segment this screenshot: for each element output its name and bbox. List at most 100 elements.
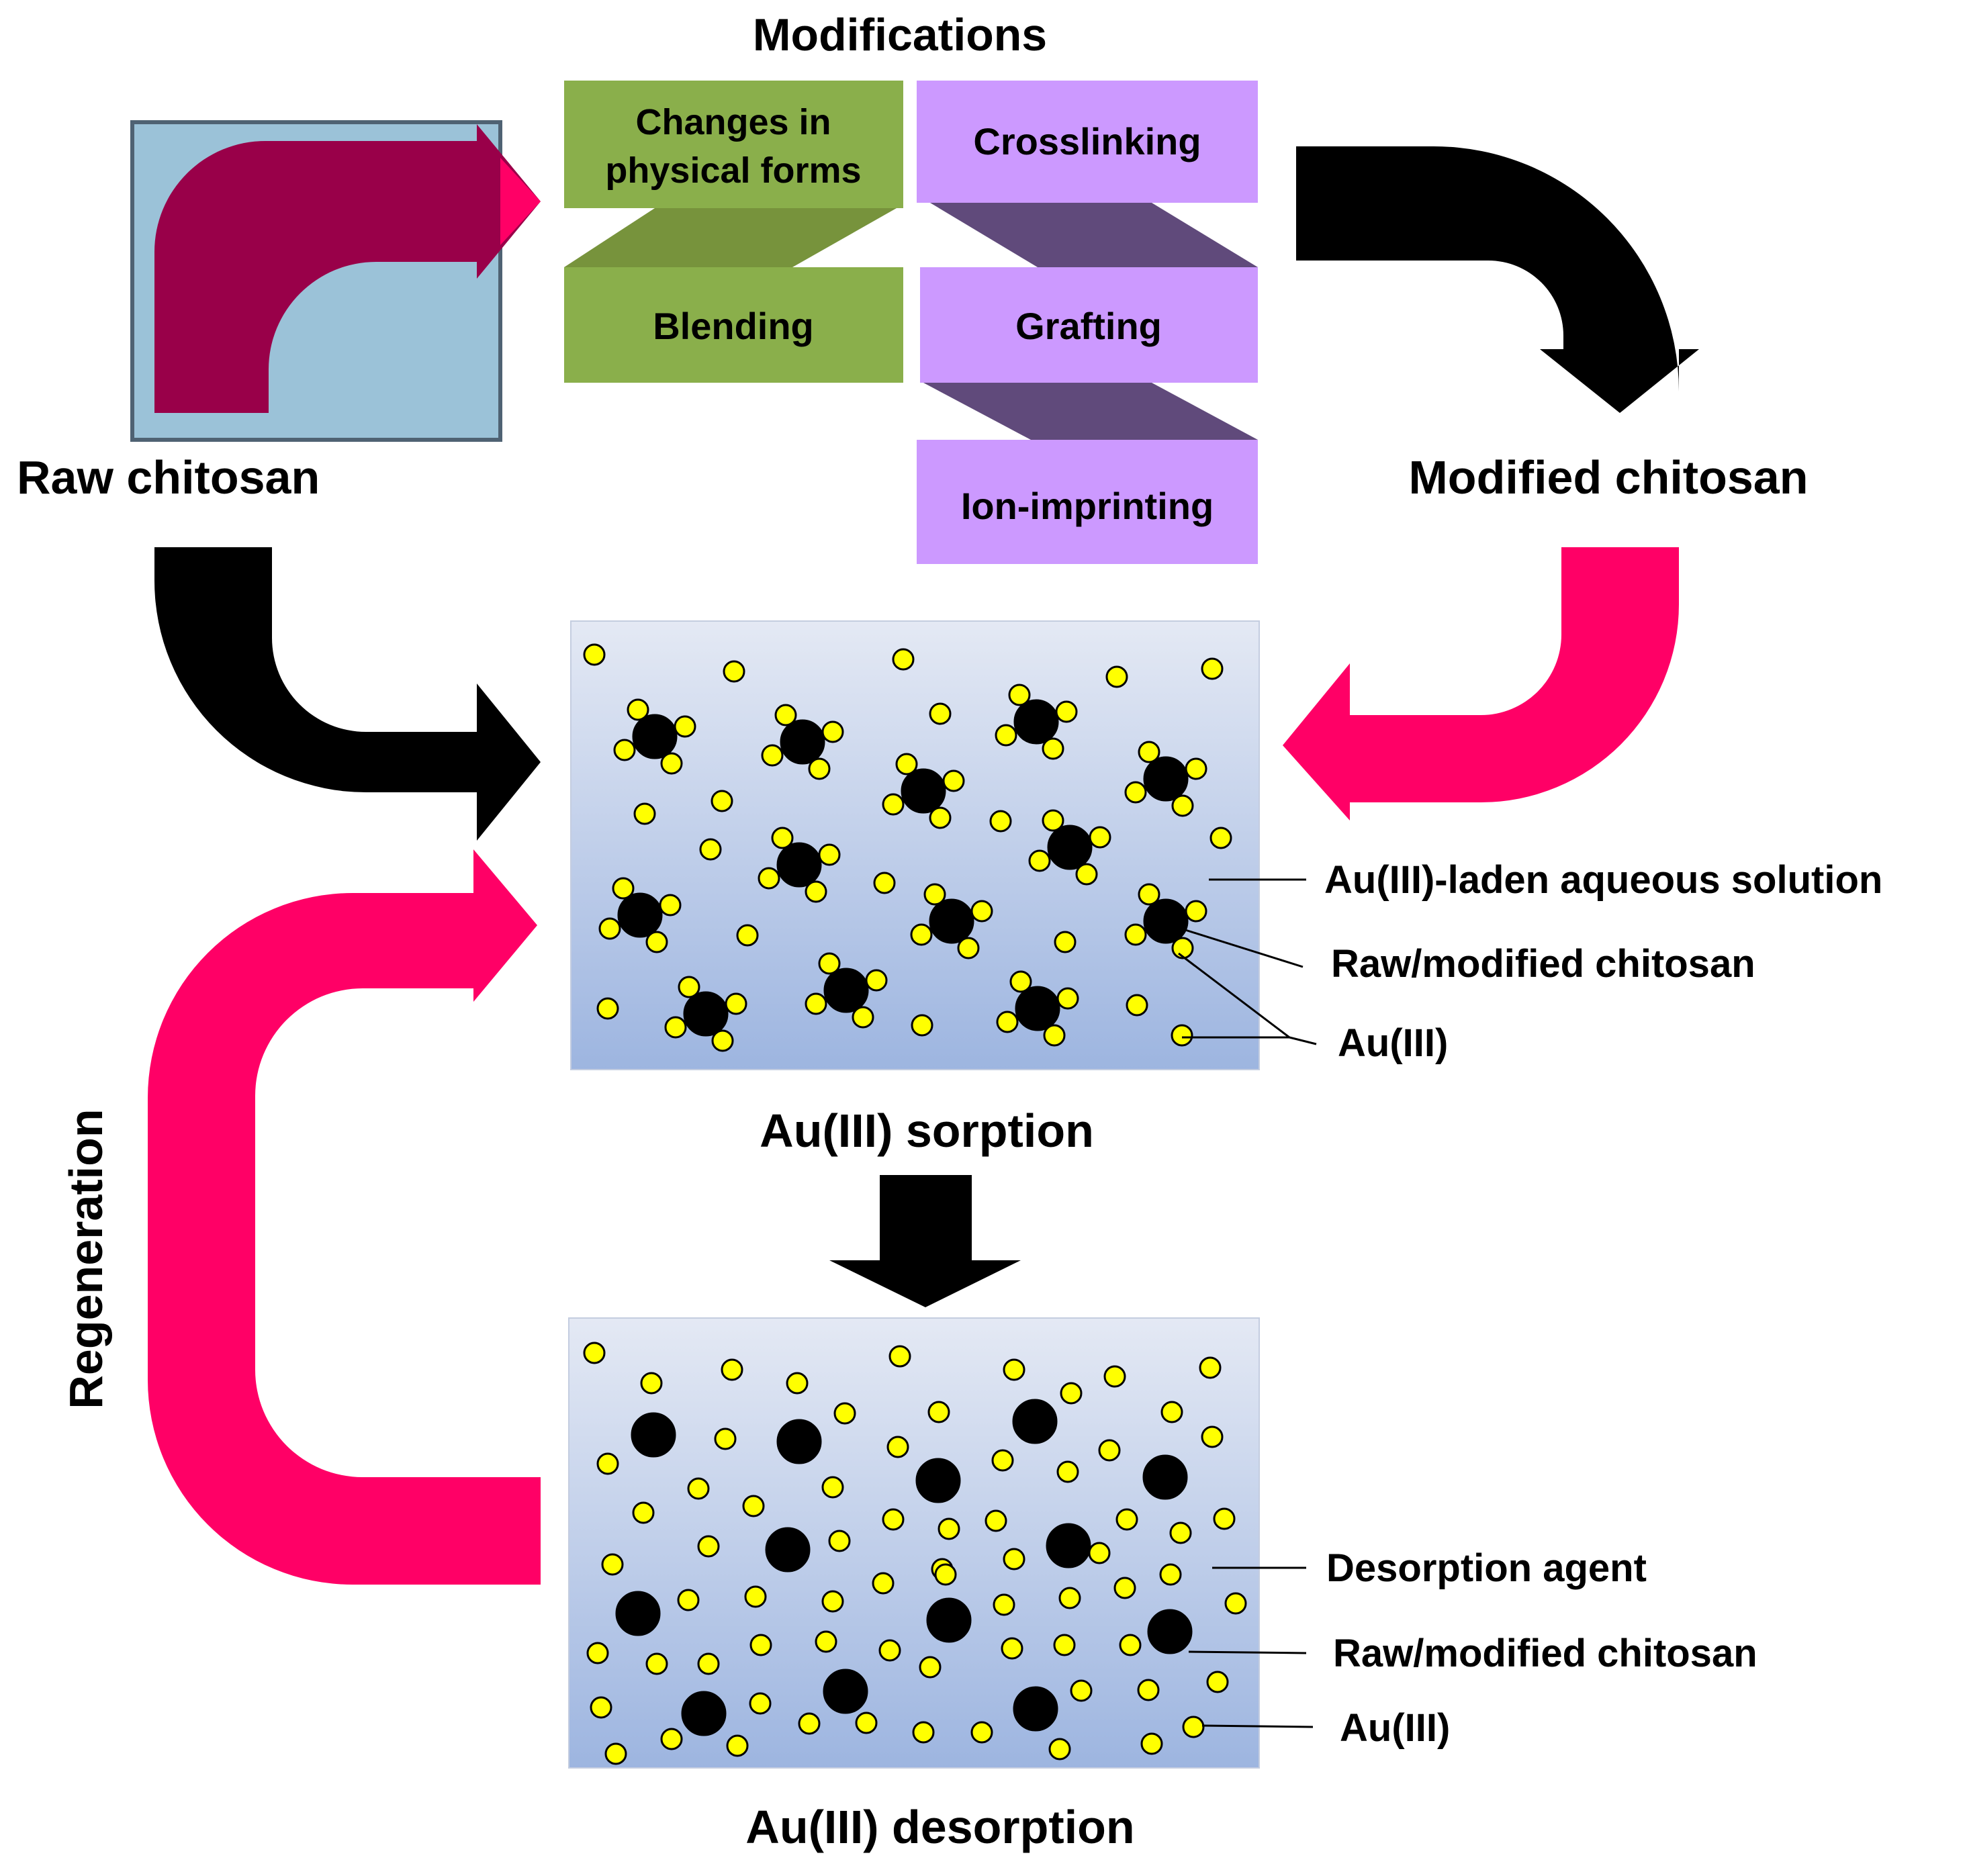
au-ion bbox=[1209, 827, 1232, 849]
au-ion bbox=[818, 952, 841, 975]
chitosan-particle bbox=[1142, 1454, 1188, 1500]
au-ion bbox=[664, 1016, 687, 1039]
au-ion bbox=[1075, 863, 1098, 886]
au-ion bbox=[1009, 970, 1032, 993]
chitosan-particle bbox=[681, 1691, 727, 1736]
au-ion bbox=[1213, 1507, 1236, 1530]
au-ion bbox=[711, 1029, 734, 1052]
au-ion bbox=[882, 793, 905, 816]
chitosan-particle bbox=[1046, 1523, 1091, 1568]
chitosan-particle bbox=[901, 768, 946, 814]
desorption-title: Au(III) desorption bbox=[745, 1801, 1134, 1853]
chitosan-particle bbox=[632, 714, 678, 759]
au-ion bbox=[1043, 1024, 1066, 1047]
arrow-raw-to-sorption bbox=[154, 547, 541, 841]
au-ion bbox=[911, 1014, 933, 1037]
au-ion bbox=[744, 1585, 767, 1608]
au-ion bbox=[919, 1656, 942, 1679]
au-ion bbox=[1138, 741, 1160, 763]
desorption-particles bbox=[583, 1342, 1247, 1765]
modification-crosslinking: Crosslinking bbox=[917, 81, 1258, 203]
au-ion bbox=[805, 880, 827, 903]
au-ion bbox=[660, 1728, 683, 1750]
sorption-gold-label: Au(III) bbox=[1338, 1021, 1448, 1065]
ion-imprinting-label: Ion-imprinting bbox=[961, 485, 1214, 527]
au-ion bbox=[1003, 1358, 1025, 1381]
au-ion bbox=[1056, 987, 1079, 1010]
au-ion bbox=[970, 900, 993, 923]
au-ion bbox=[1171, 937, 1194, 959]
au-ion bbox=[742, 1495, 765, 1517]
arrow-regeneration bbox=[148, 849, 541, 1585]
au-ion bbox=[1224, 1592, 1247, 1615]
au-ion bbox=[659, 894, 682, 917]
chitosan-particle bbox=[915, 1458, 961, 1503]
au-ion bbox=[1048, 1738, 1071, 1761]
crosslinking-label: Crosslinking bbox=[973, 120, 1201, 162]
au-ion bbox=[1201, 657, 1224, 680]
purple-connector-1 bbox=[930, 203, 1258, 267]
modification-physical-forms: Changes in physical forms bbox=[564, 81, 903, 208]
au-ion bbox=[586, 1642, 609, 1664]
au-ion bbox=[687, 1477, 710, 1500]
au-ion bbox=[1055, 700, 1078, 723]
au-ion bbox=[749, 1634, 772, 1656]
au-ion bbox=[699, 838, 722, 861]
au-ion bbox=[821, 1590, 844, 1613]
au-ion bbox=[1171, 1024, 1193, 1047]
au-ion bbox=[878, 1639, 901, 1662]
au-ion bbox=[912, 1721, 935, 1744]
sorption-chitosan-label: Raw/modified chitosan bbox=[1331, 942, 1755, 986]
modified-chitosan-label: Modified chitosan bbox=[1409, 451, 1809, 504]
chitosan-particle bbox=[823, 1669, 868, 1714]
au-ion bbox=[1058, 1587, 1081, 1609]
au-ion bbox=[1160, 1401, 1183, 1423]
au-ion bbox=[910, 923, 933, 946]
au-ion bbox=[927, 1401, 950, 1423]
au-ion bbox=[808, 757, 831, 780]
au-ion bbox=[886, 1436, 909, 1458]
au-ion bbox=[1008, 684, 1031, 706]
au-ion bbox=[736, 924, 759, 947]
au-ion bbox=[929, 806, 952, 829]
au-ion bbox=[1098, 1439, 1121, 1462]
au-ion bbox=[726, 1734, 749, 1757]
au-ion bbox=[1060, 1382, 1083, 1405]
au-ion bbox=[1003, 1548, 1025, 1570]
au-ion bbox=[818, 843, 841, 866]
physical-forms-line1: Changes in bbox=[635, 102, 831, 142]
au-ion bbox=[929, 702, 952, 725]
desorption-gold-label: Au(III) bbox=[1340, 1706, 1450, 1750]
au-ion bbox=[957, 937, 980, 959]
au-ion bbox=[1115, 1508, 1138, 1531]
au-ion bbox=[833, 1402, 856, 1425]
desorption-solution-panel bbox=[568, 1317, 1260, 1769]
au-ion bbox=[786, 1372, 809, 1395]
arrow-modified-to-sorption bbox=[1283, 547, 1679, 820]
au-ion bbox=[711, 790, 733, 812]
purple-connector-2 bbox=[923, 383, 1258, 440]
chitosan-particle bbox=[776, 1419, 822, 1464]
au-ion bbox=[721, 1358, 743, 1381]
chitosan-particle bbox=[926, 1597, 972, 1643]
desorption-chitosan-label: Raw/modified chitosan bbox=[1333, 1632, 1757, 1675]
au-ion bbox=[632, 1501, 655, 1524]
chitosan-particle bbox=[1047, 825, 1093, 870]
au-ion bbox=[934, 1563, 957, 1586]
arrow-sorption-to-desorption bbox=[829, 1175, 1021, 1307]
chitosan-particle bbox=[615, 1591, 661, 1636]
au-ion bbox=[645, 1652, 668, 1675]
modification-blending: Blending bbox=[564, 267, 903, 383]
au-ion bbox=[612, 877, 635, 900]
au-ion bbox=[677, 1589, 700, 1611]
sorption-title: Au(III) sorption bbox=[760, 1105, 1094, 1157]
au-ion bbox=[938, 1517, 960, 1540]
arrow-to-modified bbox=[1296, 146, 1699, 413]
au-ion bbox=[991, 1449, 1014, 1472]
au-ion bbox=[1199, 1356, 1222, 1379]
au-ion bbox=[828, 1530, 851, 1552]
au-ion bbox=[633, 802, 656, 825]
sorption-legend: Au(III)-laden aqueous solution Raw/modif… bbox=[1178, 858, 1882, 1065]
au-ion bbox=[1185, 900, 1207, 923]
